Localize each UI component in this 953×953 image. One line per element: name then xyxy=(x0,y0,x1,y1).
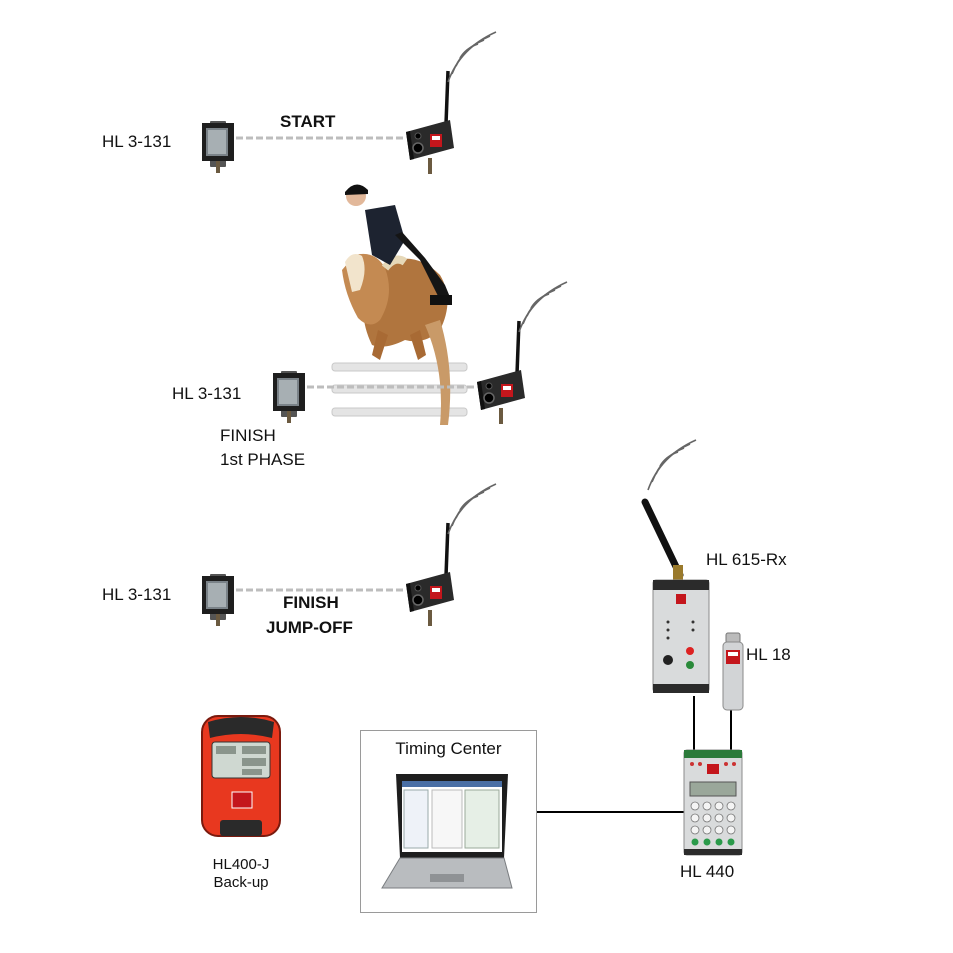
finish1-reflector xyxy=(273,371,305,423)
start-radio-waves xyxy=(447,31,497,83)
hl440-device xyxy=(683,749,743,856)
start-reflector xyxy=(202,121,234,173)
pushbutton-device xyxy=(722,632,744,711)
start-sensor-label: HL 3-131 xyxy=(102,132,172,151)
timing-center-box: Timing Center xyxy=(360,730,537,913)
rider-horse-image xyxy=(331,184,468,425)
laptop xyxy=(381,774,513,889)
stopwatch-label-line1: HL400-J xyxy=(212,856,270,873)
receiver-device xyxy=(641,498,710,693)
finish1-label-line1: FINISH xyxy=(220,426,276,445)
jumpoff-label-line2: JUMP-OFF xyxy=(266,618,353,637)
jumpoff-label-line1: FINISH xyxy=(283,593,339,612)
finish1-label-line2: 1st PHASE xyxy=(220,450,306,469)
receiver-radio-waves xyxy=(647,439,697,491)
stopwatch-device xyxy=(201,715,281,837)
start-transmitter xyxy=(404,69,456,176)
timing-center-title: Timing Center xyxy=(395,739,502,758)
finish1-transmitter xyxy=(475,319,527,426)
finish1-sensor-label: HL 3-131 xyxy=(172,384,242,403)
jumpoff-transmitter xyxy=(404,521,456,628)
receiver-label: HL 615-Rx xyxy=(706,550,787,569)
jumpoff-sensor-label: HL 3-131 xyxy=(102,585,172,604)
finish1-radio-waves xyxy=(518,281,568,333)
jumpoff-radio-waves xyxy=(447,483,497,535)
hl440-label: HL 440 xyxy=(680,862,735,881)
stopwatch-label-line2: Back-up xyxy=(213,874,269,891)
pushbutton-label: HL 18 xyxy=(746,645,791,664)
start-label: START xyxy=(280,112,336,131)
jumpoff-reflector xyxy=(202,574,234,626)
